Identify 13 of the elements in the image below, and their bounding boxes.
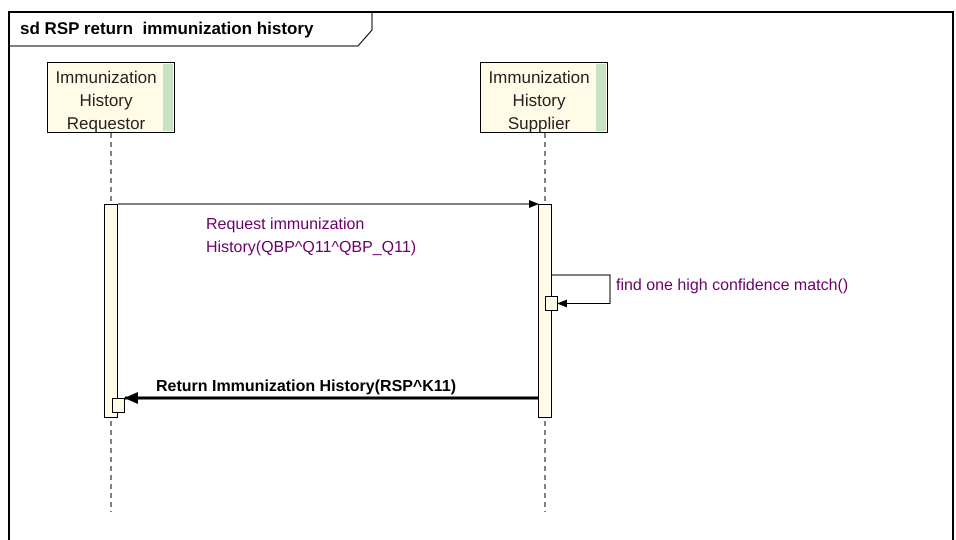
edge-label: Return Immunization History(RSP^K11) xyxy=(156,377,458,397)
message-arrow xyxy=(118,200,539,208)
activation-bar xyxy=(112,398,125,413)
edge-label: Request immunization History(QBP^Q11^QBP_Q11) xyxy=(206,215,418,258)
activation-bar xyxy=(538,204,552,418)
frame-title: sd RSP return immunization history xyxy=(20,19,314,39)
edge-label: find one high confidence match() xyxy=(616,276,850,296)
activation-bar xyxy=(104,204,118,418)
lifeline-head: Immunization History Requestor xyxy=(47,62,175,133)
lifeline-head: Immunization History Supplier xyxy=(480,62,608,133)
message-arrow xyxy=(124,392,538,404)
activation-bar xyxy=(545,296,558,311)
message-arrow xyxy=(552,274,610,308)
